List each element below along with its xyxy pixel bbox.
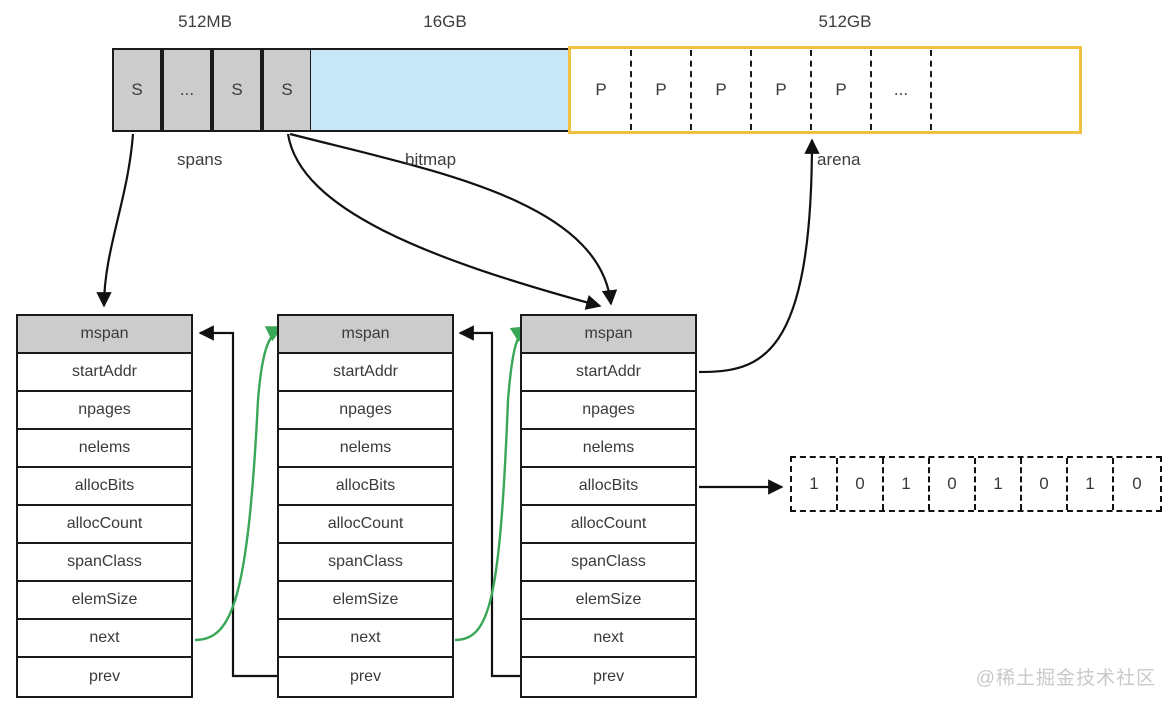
arena-cell-1[interactable]: P: [572, 50, 632, 130]
arrow-startaddr-to-arena: [698, 138, 820, 374]
spans-cell-4[interactable]: S: [262, 48, 312, 132]
mspan-box-2[interactable]: mspan startAddr npages nelems allocBits …: [277, 314, 454, 698]
bitmap-label: bitmap: [405, 150, 457, 169]
arena-cell-2[interactable]: P: [632, 50, 692, 130]
bit-cell[interactable]: 1: [1068, 458, 1114, 510]
mspan-field-nelems[interactable]: nelems: [18, 430, 191, 468]
arrow-spans-to-mspan1: [96, 133, 135, 308]
mspan-field-npages[interactable]: npages: [18, 392, 191, 430]
bit-cell[interactable]: 0: [1132, 474, 1142, 493]
arena-cell-3[interactable]: P: [692, 50, 752, 130]
mspan-field-elemSize[interactable]: elemSize: [279, 582, 452, 620]
alloc-bits-array: 1 0 1 0 1 0 1 0: [790, 456, 1162, 512]
mspan-field-npages[interactable]: npages: [279, 392, 452, 430]
arena-region[interactable]: [568, 46, 1082, 134]
mspan-field-mspan[interactable]: mspan: [18, 316, 191, 354]
mspan-field-spanClass[interactable]: spanClass: [279, 544, 452, 582]
mspan-field-allocBits[interactable]: allocBits: [279, 468, 452, 506]
mspan-box-3[interactable]: mspan startAddr npages nelems allocBits …: [520, 314, 697, 698]
watermark: @稀土掘金技术社区: [975, 668, 1156, 689]
mspan-field-prev[interactable]: prev: [279, 658, 452, 696]
mspan-field-nelems[interactable]: nelems: [522, 430, 695, 468]
mspan-field-mspan[interactable]: mspan: [522, 316, 695, 354]
size-label-bitmap: 16GB: [423, 12, 467, 31]
spans-cell-1[interactable]: S: [112, 48, 162, 132]
mspan-field-npages[interactable]: npages: [522, 392, 695, 430]
bit-cell[interactable]: 1: [976, 458, 1022, 510]
arena-cell-ellipsis[interactable]: ...: [872, 50, 932, 130]
mspan-field-spanClass[interactable]: spanClass: [522, 544, 695, 582]
mspan-field-nelems[interactable]: nelems: [279, 430, 452, 468]
mspan-field-elemSize[interactable]: elemSize: [522, 582, 695, 620]
arrow-spans-to-mspan3-a: [286, 133, 602, 310]
size-label-spans: 512MB: [178, 12, 232, 31]
mspan-field-mspan[interactable]: mspan: [279, 316, 452, 354]
mspan-field-allocBits[interactable]: allocBits: [18, 468, 191, 506]
arrow-bitmap-to-mspan3: [289, 132, 618, 306]
mspan-field-prev[interactable]: prev: [522, 658, 695, 696]
arrow-prev-box3-to-box2: [458, 325, 520, 678]
mspan-field-startAddr[interactable]: startAddr: [279, 354, 452, 392]
bit-cell[interactable]: 0: [838, 458, 884, 510]
bit-cell[interactable]: 1: [792, 458, 838, 510]
spans-cell-3[interactable]: S: [212, 48, 262, 132]
mspan-field-allocCount[interactable]: allocCount: [18, 506, 191, 544]
spans-cell-ellipsis[interactable]: ...: [162, 48, 212, 132]
mspan-field-prev[interactable]: prev: [18, 658, 191, 696]
arrow-prev-box2-to-box1: [198, 325, 277, 678]
bit-cell[interactable]: 0: [1022, 458, 1068, 510]
mspan-field-next[interactable]: next: [522, 620, 695, 658]
bitmap-region[interactable]: [311, 48, 570, 132]
bit-cell[interactable]: 1: [884, 458, 930, 510]
mspan-field-elemSize[interactable]: elemSize: [18, 582, 191, 620]
arena-cell-5[interactable]: P: [812, 50, 872, 130]
mspan-field-allocCount[interactable]: allocCount: [279, 506, 452, 544]
mspan-field-next[interactable]: next: [18, 620, 191, 658]
arena-cell-4[interactable]: P: [752, 50, 812, 130]
spans-label: spans: [177, 150, 223, 169]
arrow-next-box1-to-box2: [194, 325, 284, 642]
arrow-next-box2-to-box3: [454, 325, 529, 642]
mspan-field-allocCount[interactable]: allocCount: [522, 506, 695, 544]
mspan-box-1[interactable]: mspan startAddr npages nelems allocBits …: [16, 314, 193, 698]
arena-label: arena: [817, 150, 861, 169]
mspan-field-spanClass[interactable]: spanClass: [18, 544, 191, 582]
size-label-arena: 512GB: [818, 12, 872, 31]
mspan-field-next[interactable]: next: [279, 620, 452, 658]
mspan-field-startAddr[interactable]: startAddr: [18, 354, 191, 392]
mspan-field-startAddr[interactable]: startAddr: [522, 354, 695, 392]
bit-cell[interactable]: 0: [930, 458, 976, 510]
mspan-field-allocBits[interactable]: allocBits: [522, 468, 695, 506]
